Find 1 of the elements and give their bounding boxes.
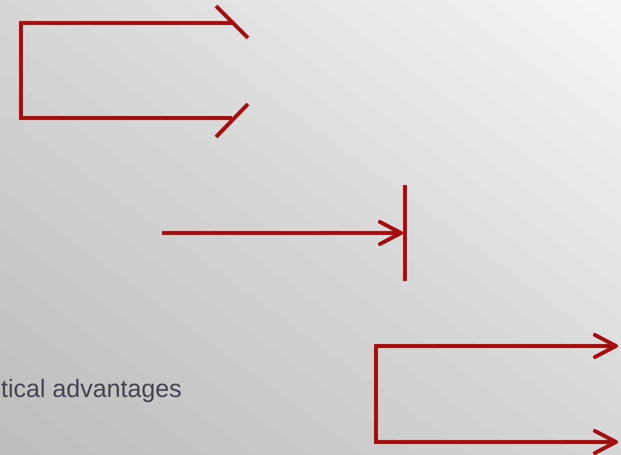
text-label: tical advantages xyxy=(1,375,182,404)
